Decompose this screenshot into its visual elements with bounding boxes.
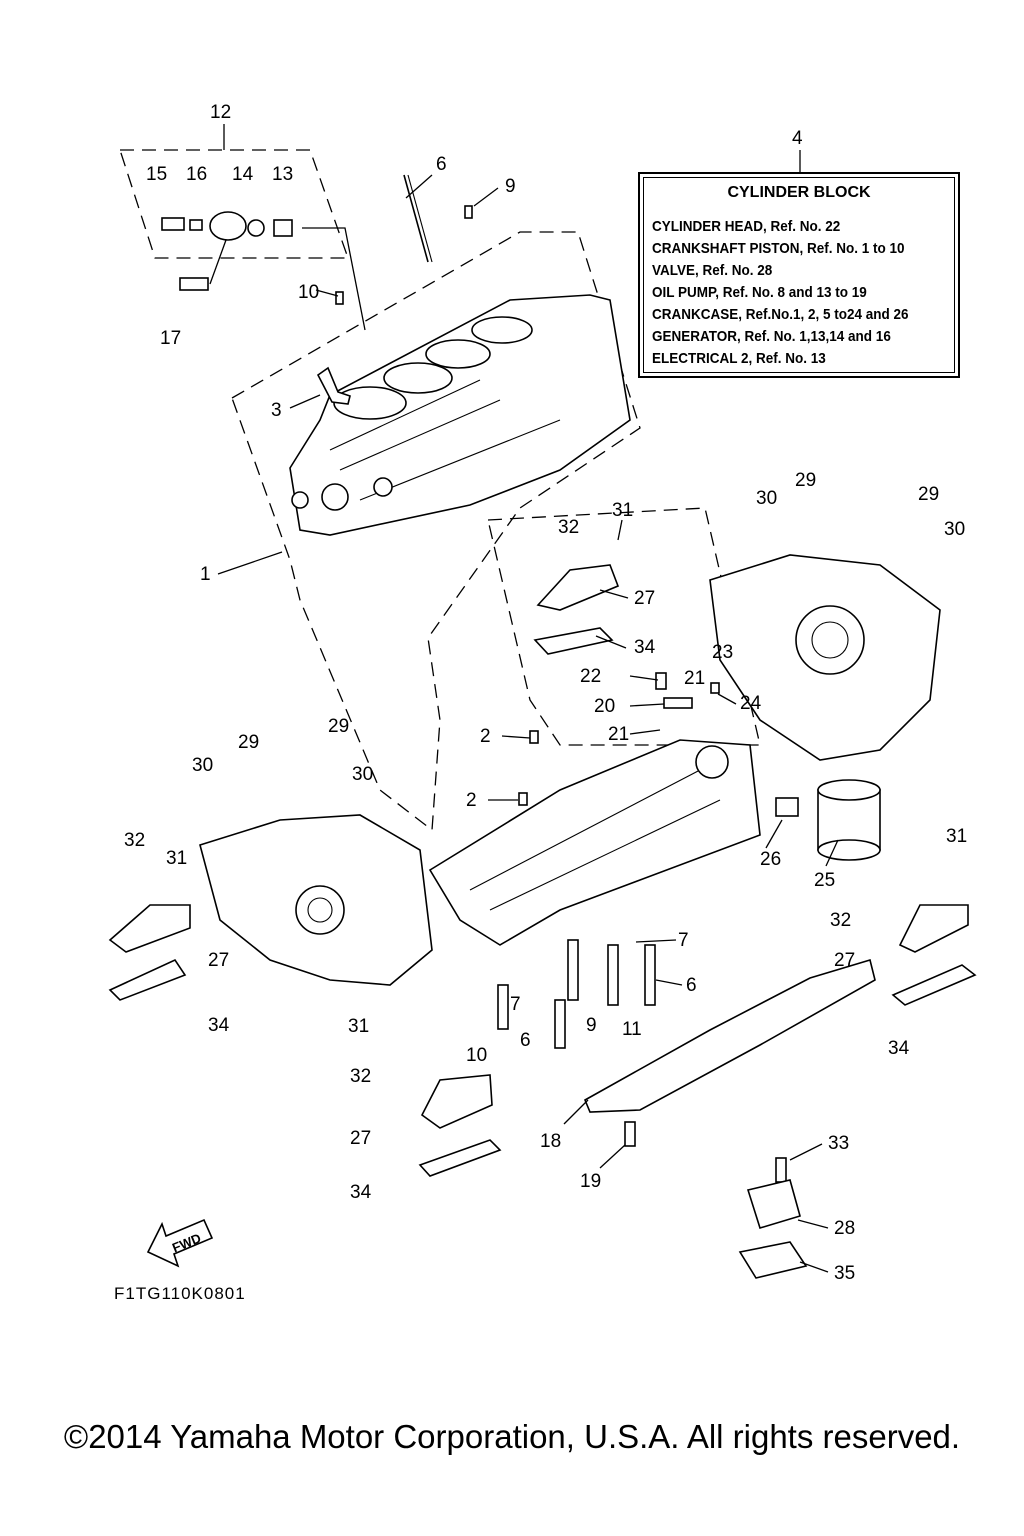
- callout-13: 13: [272, 164, 293, 185]
- callout-7a: 7: [678, 930, 689, 951]
- callout-16: 16: [186, 164, 207, 185]
- callout-27d: 27: [350, 1128, 371, 1149]
- callout-27c: 27: [834, 950, 855, 971]
- small-hardware: [497, 672, 787, 1183]
- callout-31a: 31: [612, 500, 633, 521]
- callout-2a: 2: [480, 726, 491, 747]
- right-cover-dashed-outline: [487, 507, 761, 746]
- cylinder-block: [289, 294, 631, 536]
- engine-mount-part-28: [746, 1179, 801, 1229]
- callout-30b: 30: [944, 519, 965, 540]
- reference-box-title: CYLINDER BLOCK: [727, 184, 871, 201]
- callout-32b: 32: [124, 830, 145, 851]
- callout-27a: 27: [634, 588, 655, 609]
- stud-bolt-part-5: [403, 174, 433, 263]
- left-generator-cover: [199, 814, 433, 986]
- group-12-bracket: [119, 124, 349, 259]
- callout-numbers: 12 15 16 14 13 6 9 10 17 3 1 4 32 31 27 …: [124, 102, 967, 1284]
- callout-4: 4: [792, 128, 803, 149]
- callout-33: 33: [828, 1133, 849, 1154]
- reference-line: GENERATOR, Ref. No. 1,13,14 and 16: [652, 328, 891, 345]
- callout-34c: 34: [888, 1038, 910, 1059]
- callout-31b: 31: [166, 848, 187, 869]
- callout-21b: 21: [608, 724, 629, 745]
- dowel-pin-part-8b: [335, 291, 344, 305]
- callout-11: 11: [622, 1019, 642, 1040]
- plate-part-35: [738, 1241, 808, 1279]
- callout-29c: 29: [328, 716, 349, 737]
- leader-lines: [217, 150, 839, 1273]
- reference-line: CYLINDER HEAD, Ref. No. 22: [652, 218, 841, 235]
- callout-26: 26: [760, 849, 781, 870]
- callout-28: 28: [834, 1218, 855, 1239]
- callout-20: 20: [594, 696, 615, 717]
- oil-filter-part-25: [817, 779, 881, 861]
- reference-line: CRANKSHAFT PISTON, Ref. No. 1 to 10: [652, 240, 905, 257]
- callout-30c: 30: [192, 755, 213, 776]
- bolt-part-17: [179, 277, 209, 291]
- callout-31d: 31: [348, 1016, 369, 1037]
- callout-7b: 7: [510, 994, 521, 1015]
- callout-5: 6: [436, 154, 447, 175]
- callout-15: 15: [146, 164, 167, 185]
- block-dashed-outline: [231, 231, 641, 832]
- fitting-part-26: [775, 797, 799, 817]
- fwd-arrow-icon: FWD: [146, 1218, 214, 1268]
- damper-group-right: [891, 904, 977, 1006]
- callout-23: 23: [712, 642, 733, 663]
- callout-21a: 21: [684, 668, 705, 689]
- callout-6b: 6: [520, 1030, 531, 1051]
- reference-box: CYLINDER BLOCK CYLINDER HEAD, Ref. No. 2…: [638, 172, 960, 378]
- damper-group-upper-right: [533, 564, 620, 655]
- callout-8a: 9: [505, 176, 516, 197]
- right-generator-cover: [709, 554, 941, 761]
- callout-34b: 34: [208, 1015, 230, 1036]
- callout-30a: 30: [756, 488, 777, 509]
- callout-17: 17: [160, 328, 181, 349]
- callout-14: 14: [232, 164, 254, 185]
- callout-31c: 31: [946, 826, 967, 847]
- callout-32d: 32: [350, 1066, 371, 1087]
- callout-9: 9: [586, 1015, 597, 1036]
- dowel-pin-part-8a: [464, 205, 473, 219]
- callout-32c: 32: [830, 910, 851, 931]
- callout-2b: 2: [466, 790, 477, 811]
- damper-group-bottom: [418, 1074, 502, 1177]
- callout-27b: 27: [208, 950, 229, 971]
- callout-6a: 6: [686, 975, 697, 996]
- callout-18: 18: [540, 1131, 561, 1152]
- callout-22: 22: [580, 666, 601, 687]
- copyright-notice: ©2014 Yamaha Motor Corporation, U.S.A. A…: [63, 1418, 961, 1455]
- damper-group-left: [108, 904, 191, 1001]
- callout-8b: 10: [298, 282, 319, 303]
- callout-29a: 29: [795, 470, 816, 491]
- callout-32a: 32: [558, 517, 579, 538]
- callout-30d: 30: [352, 764, 373, 785]
- callout-29b: 29: [918, 484, 939, 505]
- callout-24: 24: [740, 693, 762, 714]
- callout-1: 1: [200, 564, 211, 585]
- callout-29d: 29: [238, 732, 259, 753]
- callout-12: 12: [210, 102, 231, 123]
- callout-3: 3: [271, 400, 282, 421]
- oil-pan-part-18: [583, 958, 876, 1113]
- reference-line: ELECTRICAL 2, Ref. No. 13: [652, 350, 826, 367]
- callout-34d: 34: [350, 1182, 372, 1203]
- callout-35: 35: [834, 1263, 855, 1284]
- crankcase: [428, 739, 761, 946]
- reference-line: CRANKCASE, Ref.No.1, 2, 5 to24 and 26: [652, 306, 909, 323]
- callout-10: 10: [466, 1045, 487, 1066]
- pipe-part-3: [316, 366, 351, 405]
- callout-25: 25: [814, 870, 835, 891]
- reference-line: OIL PUMP, Ref. No. 8 and 13 to 19: [652, 284, 867, 301]
- callout-34a: 34: [634, 637, 656, 658]
- figure-id: F1TG110K0801: [114, 1284, 246, 1303]
- reference-line: VALVE, Ref. No. 28: [652, 262, 773, 279]
- callout-19: 19: [580, 1171, 601, 1192]
- oil-switch-group: [161, 211, 366, 331]
